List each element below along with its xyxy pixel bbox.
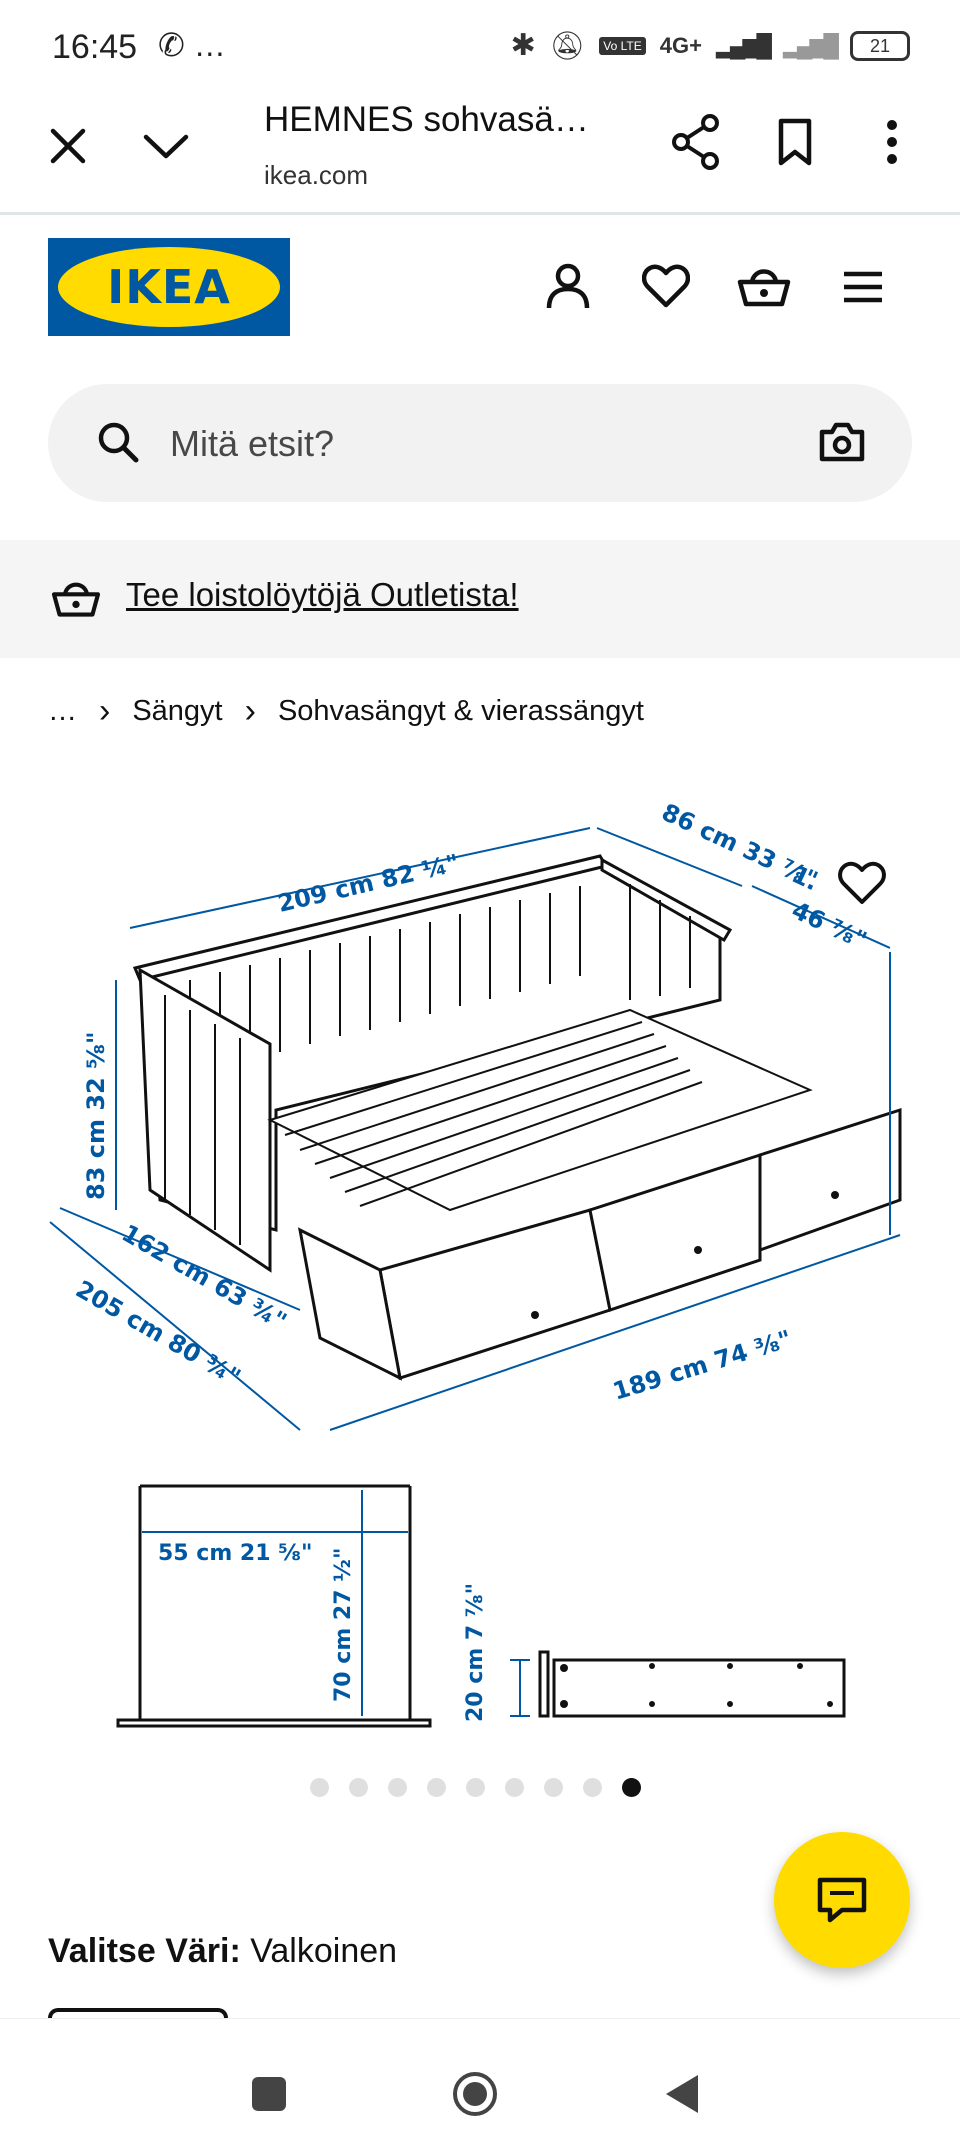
- carousel-dot[interactable]: [310, 1778, 329, 1797]
- breadcrumb-item-beds[interactable]: Sängyt: [132, 695, 223, 727]
- chevron-right-icon: ›: [244, 692, 256, 730]
- chevron-down-icon[interactable]: [140, 120, 192, 172]
- dim-inner-height: 70 cm 27 ½": [331, 1548, 356, 1702]
- system-nav-bar: [0, 2018, 960, 2134]
- carousel-dot[interactable]: [349, 1778, 368, 1797]
- product-dimension-image: 209 cm 82 ¼" 86 cm 33 ⅞" 1. 46 ⅞" 83 cm …: [49, 798, 902, 1728]
- breadcrumb-item-ellipsis[interactable]: …: [48, 695, 77, 727]
- bookmark-icon[interactable]: [770, 114, 820, 170]
- color-selector: Valitse Väri: Valkoinen: [48, 1932, 397, 1971]
- page-url[interactable]: ikea.com: [264, 160, 369, 190]
- carousel-dot[interactable]: [427, 1778, 446, 1797]
- status-bar: 16:45 ✆ … ✱ 🔕︎ Vo LTE 4G+ ▂▄▆█ ▂▄▆█ 21: [0, 0, 960, 96]
- bluetooth-icon: ✱: [510, 29, 536, 62]
- carousel-dots: [310, 1778, 641, 1797]
- chat-icon: [817, 1877, 867, 1923]
- battery-indicator: 21: [850, 30, 910, 61]
- network-type: 4G+: [659, 32, 702, 58]
- dim-drawer-height: 20 cm 7 ⅞": [463, 1583, 488, 1722]
- share-icon[interactable]: [668, 112, 724, 172]
- outlet-banner[interactable]: Tee loistolöytöjä Outletista!: [0, 540, 960, 658]
- chat-button[interactable]: [774, 1832, 910, 1968]
- heart-icon[interactable]: [638, 258, 694, 314]
- carousel-dot[interactable]: [466, 1778, 485, 1797]
- carousel-dot[interactable]: [505, 1778, 524, 1797]
- status-extra: ✆ …: [158, 27, 226, 63]
- volte-badge: Vo LTE: [599, 36, 646, 55]
- color-value: Valkoinen: [250, 1932, 398, 1970]
- camera-icon[interactable]: [818, 420, 866, 469]
- basket-icon: [50, 576, 102, 625]
- dim-height: 83 cm 32 ⅝": [82, 1032, 110, 1200]
- search-input[interactable]: [168, 414, 812, 474]
- chevron-right-icon: ›: [99, 692, 111, 730]
- back-button[interactable]: [664, 2073, 704, 2117]
- logo-text: IKEA: [58, 247, 280, 327]
- color-swatch[interactable]: [48, 2008, 228, 2024]
- browser-toolbar: [0, 96, 960, 215]
- menu-icon[interactable]: [838, 262, 888, 312]
- carousel-dot-active[interactable]: [622, 1778, 641, 1797]
- color-label: Valitse Väri:: [48, 1932, 241, 1970]
- basket-icon[interactable]: [734, 256, 794, 316]
- status-right: ✱ 🔕︎ Vo LTE 4G+ ▂▄▆█ ▂▄▆█ 21: [511, 28, 910, 63]
- dim-drawer-length: 189 cm 74 ⅜": [610, 1325, 795, 1406]
- mute-icon: 🔕︎: [549, 30, 586, 61]
- signal-icon: ▂▄▆█: [715, 32, 772, 58]
- signal-2-icon: ▂▄▆█: [782, 32, 839, 58]
- dim-partial-inch: 46 ⅞": [787, 896, 871, 955]
- carousel-dot[interactable]: [388, 1778, 407, 1797]
- breadcrumb-item-daybeds[interactable]: Sohvasängyt & vierassängyt: [277, 695, 644, 727]
- search-bar[interactable]: [48, 384, 912, 502]
- carousel-dot[interactable]: [583, 1778, 602, 1797]
- page-title[interactable]: HEMNES sohvasä…: [264, 100, 589, 139]
- outlet-link[interactable]: Tee loistolöytöjä Outletista!: [126, 576, 519, 613]
- carousel-dot[interactable]: [544, 1778, 563, 1797]
- dim-inner-width: 55 cm 21 ⅝": [158, 1541, 312, 1566]
- breadcrumb: … › Sängyt › Sohvasängyt & vierassängyt: [48, 692, 644, 731]
- search-icon[interactable]: [96, 420, 140, 469]
- status-time: 16:45: [52, 28, 138, 66]
- recent-apps-button[interactable]: [252, 2077, 286, 2111]
- more-icon[interactable]: [872, 114, 912, 170]
- favourite-heart-icon[interactable]: [838, 861, 886, 904]
- account-icon[interactable]: [540, 258, 596, 314]
- close-icon[interactable]: [42, 120, 94, 172]
- home-button[interactable]: [452, 2071, 498, 2117]
- ikea-logo[interactable]: IKEA: [48, 238, 290, 336]
